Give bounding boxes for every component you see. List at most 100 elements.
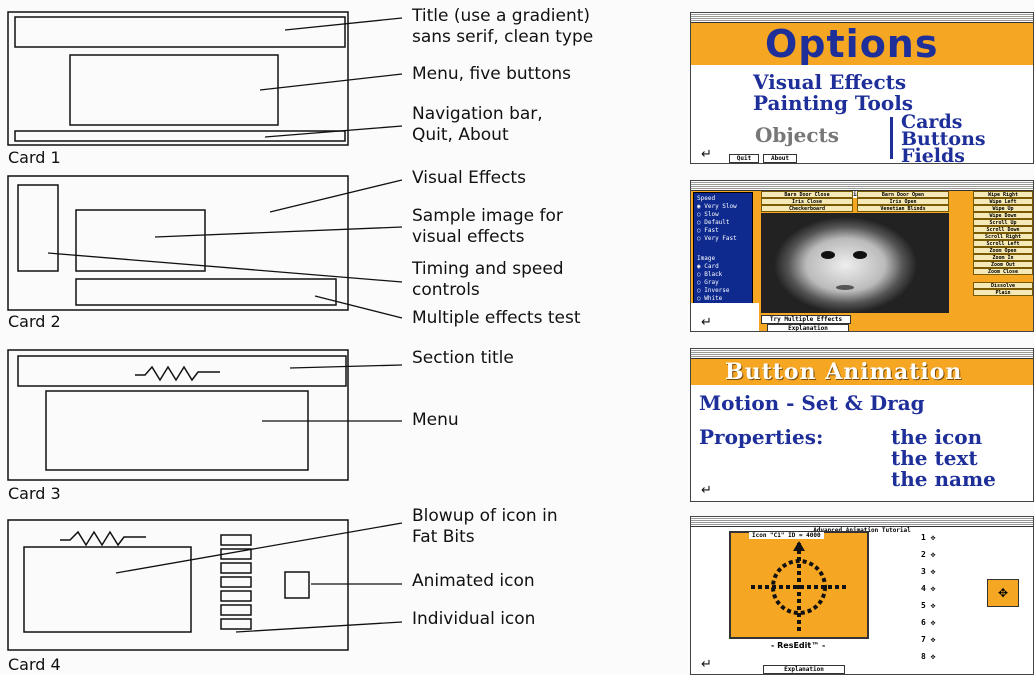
effect-button[interactable]: Scroll Up	[973, 219, 1033, 226]
icon-list-item[interactable]: 7 ✥	[921, 635, 936, 644]
menu-fields[interactable]: Fields	[901, 145, 965, 164]
objects-divider	[890, 117, 893, 159]
icon-list-item[interactable]: 4 ✥	[921, 584, 936, 593]
card3-menu-box	[45, 390, 309, 471]
effect-button[interactable]: Checkerboard	[761, 205, 853, 212]
leader-line	[115, 522, 403, 574]
icon-list-item[interactable]: 6 ✥	[921, 618, 936, 627]
radio-speed[interactable]: ○ Default	[697, 219, 730, 226]
radio-image[interactable]: ○ White	[697, 295, 723, 302]
leader-line	[154, 226, 403, 238]
return-arrow-icon[interactable]: ↵	[701, 147, 712, 162]
menu-painting-tools[interactable]: Painting Tools	[753, 91, 914, 115]
screen-options: Advanced Animation Tutorial Options Visu…	[690, 12, 1034, 164]
about-button[interactable]: About	[763, 154, 797, 163]
card2-frame	[7, 175, 349, 311]
icon-list-item[interactable]: 1 ✥	[921, 533, 936, 542]
window-title-bar: Advanced Animation Tutorial	[691, 181, 1033, 198]
effect-button[interactable]: Scroll Left	[973, 240, 1033, 247]
fatbits-panel: Icon "C1" ID = 4000	[729, 531, 869, 639]
menu-the-icon[interactable]: the icon	[891, 425, 983, 449]
icon-list-item[interactable]: 3 ✥	[921, 567, 936, 576]
menu-cards[interactable]: Cards	[901, 111, 963, 133]
radio-speed[interactable]: ○ Very Fast	[697, 235, 737, 242]
card1-menu-box	[69, 54, 279, 126]
effect-button[interactable]: Wipe Right	[973, 191, 1033, 198]
return-arrow-icon[interactable]: ↵	[701, 315, 712, 330]
annotation-timing-controls: Timing and speed controls	[412, 259, 564, 300]
return-arrow-icon[interactable]: ↵	[701, 657, 712, 672]
quit-button[interactable]: Quit	[729, 154, 759, 163]
radio-speed[interactable]: ○ Fast	[697, 227, 719, 234]
effect-button[interactable]: Zoom Out	[973, 261, 1033, 268]
effect-button[interactable]: Iris Close	[761, 198, 853, 205]
menu-visual-effects[interactable]: Visual Effects	[753, 70, 907, 94]
card4-animated-box	[284, 571, 310, 599]
annotation-individual-icon: Individual icon	[412, 609, 536, 629]
radio-speed[interactable]: ○ Slow	[697, 211, 719, 218]
card-label: Card 1	[8, 148, 61, 167]
card4-frame	[7, 519, 349, 651]
return-arrow-icon[interactable]: ↵	[701, 483, 712, 498]
annotation-visual-effects: Visual Effects	[412, 168, 526, 188]
explanation-button[interactable]: Explanation	[763, 665, 845, 674]
menu-buttons[interactable]: Buttons	[901, 128, 986, 150]
effect-button[interactable]: Iris Open	[857, 198, 949, 205]
icon-list-item[interactable]: 5 ✥	[921, 601, 936, 610]
effect-button[interactable]: Dissolve	[973, 282, 1033, 289]
icon-list-item[interactable]: 2 ✥	[921, 550, 936, 559]
effect-button[interactable]: Wipe Left	[973, 198, 1033, 205]
card2-multi-box	[75, 278, 337, 306]
effect-button[interactable]: Scroll Down	[973, 226, 1033, 233]
radio-image[interactable]: ○ Gray	[697, 279, 719, 286]
speed-heading: Speed	[697, 195, 716, 202]
card1-frame	[7, 11, 349, 146]
icon-list-item[interactable]: 8 ✥	[921, 652, 936, 661]
leader-line	[264, 125, 403, 138]
leader-line	[47, 252, 403, 283]
screen-button-animation: Advanced Animation Tutorial Button Anima…	[690, 348, 1034, 502]
menu-the-text[interactable]: the text	[891, 446, 978, 470]
effect-button[interactable]: Zoom In	[973, 254, 1033, 261]
menu-the-name[interactable]: the name	[891, 467, 996, 491]
radio-speed[interactable]: ◉ Very Slow	[697, 203, 737, 210]
annotation-section-title: Section title	[412, 348, 514, 368]
annotation-multiple-effects: Multiple effects test	[412, 308, 581, 328]
resedit-label: - ResEdit™ -	[771, 641, 826, 650]
screen-visual-effects: Advanced Animation Tutorial Speed ◉ Very…	[690, 180, 1034, 332]
annotation-title: Title (use a gradient) sans serif, clean…	[412, 6, 594, 47]
card3-frame	[7, 349, 349, 481]
effect-button[interactable]: Zoom Open	[973, 247, 1033, 254]
card-label: Card 3	[8, 484, 61, 503]
section-heading: Button Animation	[725, 359, 963, 385]
animated-icon-button[interactable]: ✥	[987, 579, 1019, 607]
annotation-animated-icon: Animated icon	[412, 571, 535, 591]
effect-button[interactable]: Barn Door Close	[761, 191, 853, 198]
effect-button[interactable]: Barn Door Open	[857, 191, 949, 198]
card4-icon-slot	[220, 576, 252, 588]
effect-button[interactable]: Plain	[973, 289, 1033, 296]
effect-button[interactable]: Zoom Close	[973, 268, 1033, 275]
card1-title-box	[14, 16, 346, 48]
explanation-button[interactable]: Explanation	[767, 324, 849, 331]
leader-line	[259, 73, 403, 91]
effect-button[interactable]: Wipe Up	[973, 205, 1033, 212]
effect-button[interactable]: Wipe Down	[973, 212, 1033, 219]
card-label: Card 4	[8, 655, 61, 674]
image-heading: Image	[697, 255, 716, 262]
effect-button[interactable]: Venetian Blinds	[857, 205, 949, 212]
radio-image[interactable]: ◉ Card	[697, 263, 719, 270]
section-banner	[691, 359, 1033, 385]
radio-image[interactable]: ○ Inverse	[697, 287, 730, 294]
card1-nav-box	[14, 130, 346, 142]
effect-button[interactable]: Scroll Right	[973, 233, 1033, 240]
annotation-navigation-bar: Navigation bar, Quit, About	[412, 104, 543, 145]
menu-motion[interactable]: Motion - Set & Drag	[699, 391, 925, 415]
leader-line	[289, 364, 403, 369]
radio-image[interactable]: ○ Black	[697, 271, 723, 278]
try-multiple-effects-button[interactable]: Try Multiple Effects	[761, 315, 851, 324]
leader-line	[269, 179, 403, 213]
options-heading: Options	[765, 22, 939, 66]
card4-icon-slot	[220, 534, 252, 546]
